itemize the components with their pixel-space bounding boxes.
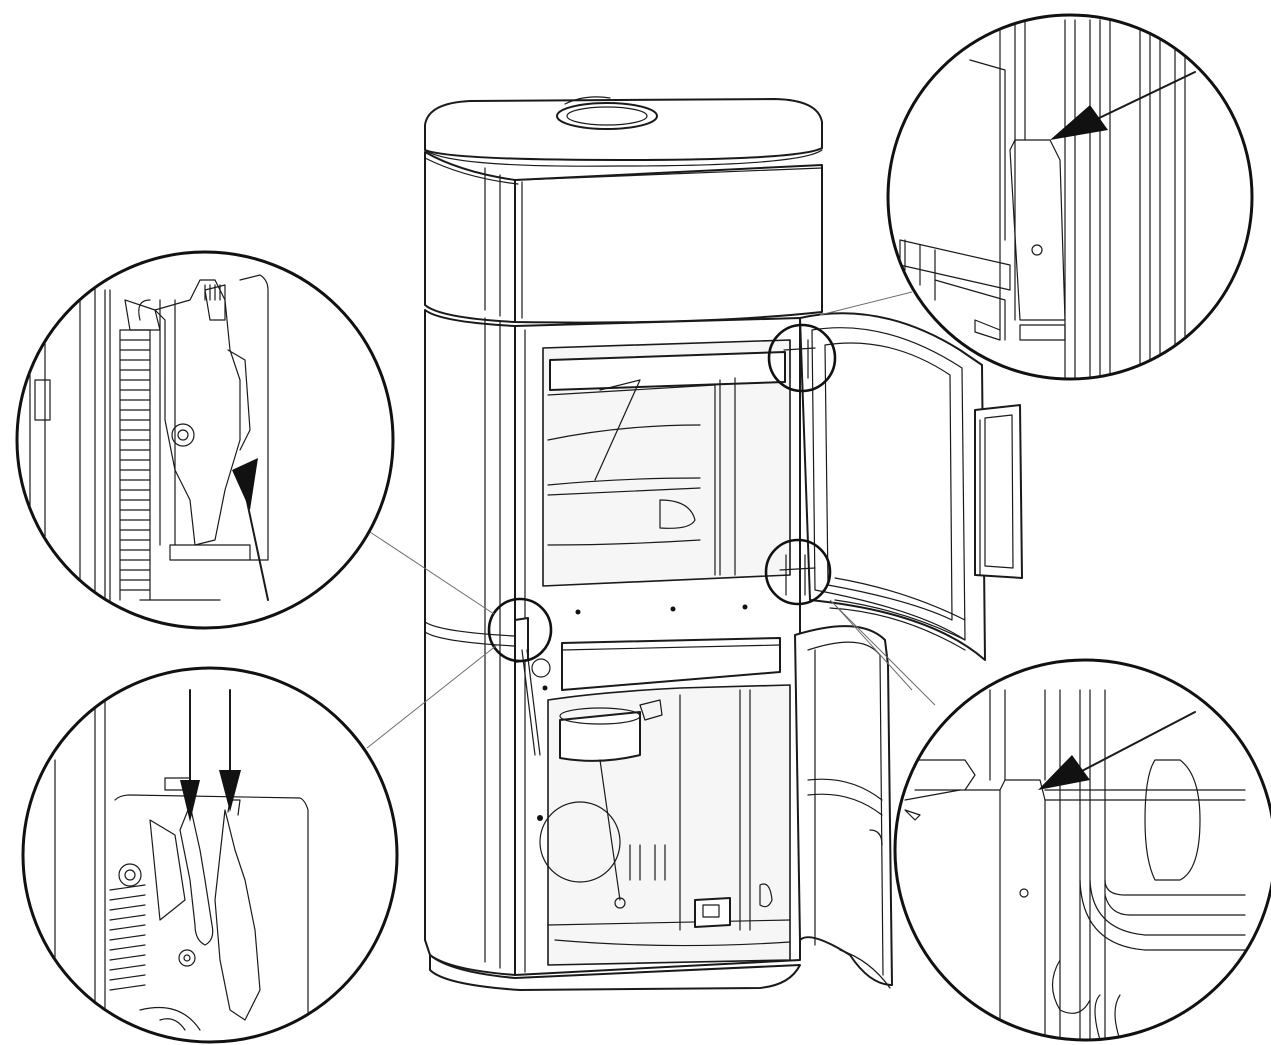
arrow-down-icon	[180, 780, 200, 822]
marker-door-lower-hinge	[764, 538, 832, 606]
stove-body	[424, 96, 823, 991]
marker-side-latch	[487, 597, 553, 663]
arrow-down-icon	[219, 770, 241, 812]
upper-door	[799, 312, 1023, 661]
arrow-icon	[1038, 755, 1090, 790]
callout-lower-left	[21, 666, 399, 1044]
door-handle	[974, 404, 1023, 579]
firebox	[542, 339, 791, 587]
marker-door-upper-hinge	[767, 323, 837, 393]
callout-upper-left	[15, 250, 395, 630]
marker-circles	[487, 323, 837, 663]
callout-lower-right	[893, 658, 1271, 1042]
lower-door	[794, 625, 893, 989]
spring	[119, 329, 151, 601]
leader-lines	[366, 291, 936, 749]
arrow-icon	[1050, 105, 1108, 140]
callout-upper-right	[886, 13, 1254, 381]
arrow-up-icon	[232, 458, 258, 510]
side-latch-part	[514, 617, 529, 663]
